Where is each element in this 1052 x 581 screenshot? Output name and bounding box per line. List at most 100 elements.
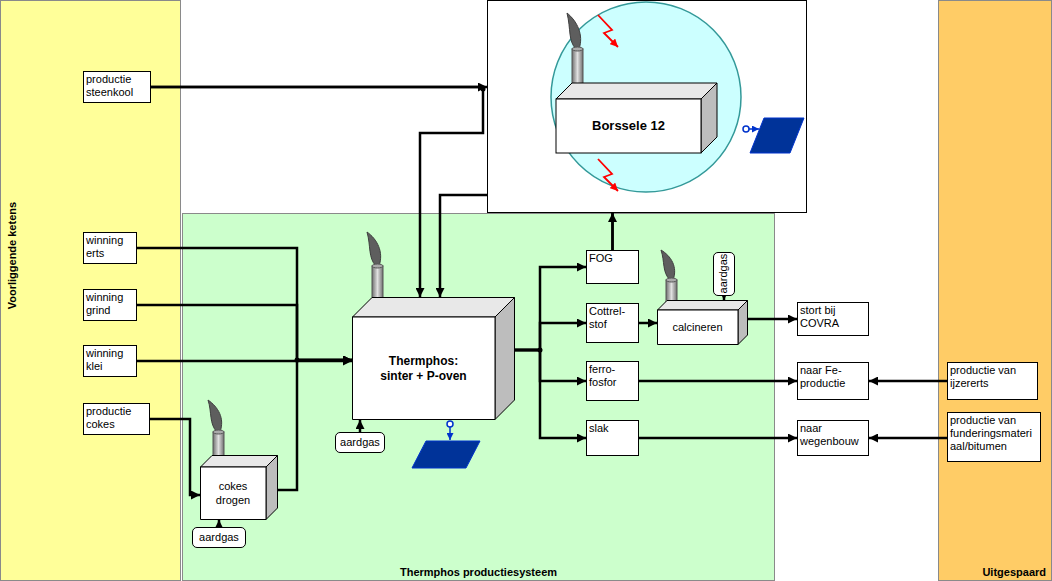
node-label: cokes drogen — [200, 480, 266, 506]
block-front — [556, 99, 701, 153]
flow-arrow — [639, 322, 657, 325]
smoke — [208, 400, 222, 432]
process-box: stort bij COVRA — [797, 302, 869, 336]
power-plant: Borssele 12 — [487, 0, 807, 213]
node-label: winning erts — [86, 234, 134, 260]
process-box: FOG — [586, 250, 639, 284]
node-label: Voorliggende ketens — [6, 202, 19, 309]
region-band: Uitgespaard productie van ijzererts produc… — [938, 0, 1052, 581]
process-box: naar Fe-productie — [797, 362, 869, 400]
outlet-dot — [447, 421, 453, 427]
outlet-line — [749, 128, 759, 130]
electricity-symbol — [598, 159, 618, 191]
node-label: calcineren — [672, 321, 722, 334]
node-label: winning grind — [86, 291, 134, 317]
node-label: Borssele 12 — [556, 99, 701, 153]
block-front — [201, 467, 267, 520]
node-label: naar Fe-productie — [800, 364, 866, 390]
process-box: naar wegenbouw — [797, 420, 869, 456]
node-label: naar wegenbouw — [800, 422, 866, 448]
stack — [372, 266, 383, 308]
electricity-symbol — [598, 15, 618, 47]
block-top — [353, 298, 515, 318]
process-box: winning klei — [83, 345, 137, 377]
node-label: Uitgespaard — [982, 566, 1046, 579]
node-label: Thermphos productiesysteem — [400, 566, 557, 579]
water-surface — [412, 441, 480, 468]
process-block: cokes drogen — [200, 455, 278, 520]
water-surface — [750, 118, 804, 153]
stack-top — [372, 264, 383, 268]
block-top — [658, 301, 748, 311]
smoke — [367, 232, 381, 266]
flow-arrow — [723, 296, 726, 300]
flow-arrow — [515, 267, 586, 350]
flow-arrow — [278, 360, 352, 490]
flow-arrow — [151, 87, 483, 297]
flow-arrow — [748, 318, 797, 321]
node-label: Thermphos: — [389, 354, 458, 368]
smoke — [661, 250, 675, 280]
node-label: aardgas — [717, 254, 730, 294]
node-label: productie van funderingsmateriaal/bitume… — [950, 414, 1038, 454]
stack-top — [572, 47, 583, 51]
input-box: aardgas — [713, 252, 735, 296]
flow-arrow — [515, 350, 586, 381]
block-front — [658, 310, 739, 345]
region-band: Thermphos productiesysteem cokes drogen aa… — [182, 213, 775, 581]
power-plant-illustration — [488, 1, 806, 212]
block-top — [556, 83, 717, 99]
chimney — [367, 232, 383, 308]
flow-arrow — [515, 350, 586, 438]
node-label: slak — [589, 422, 636, 435]
process-box: winning erts — [83, 232, 137, 264]
flow-arrow — [869, 380, 947, 383]
chimney — [567, 13, 583, 93]
block-side — [701, 83, 717, 153]
node-label: winning klei — [86, 347, 134, 373]
block-top — [201, 456, 278, 468]
process-box: Cottrel-stof — [586, 303, 639, 343]
block-side — [495, 298, 515, 420]
stack — [666, 280, 677, 306]
outlet-dot — [743, 126, 749, 132]
process-box: productie steenkool — [83, 71, 151, 103]
node-label: productie steenkool — [86, 73, 148, 99]
chimney — [661, 250, 677, 306]
flow-arrow — [218, 520, 221, 527]
process-box: slak — [586, 420, 639, 456]
process-box: productie cokes — [83, 403, 150, 435]
node-label: Cottrel-stof — [589, 305, 636, 331]
process-box: ferro-fosfor — [586, 361, 639, 401]
block-front — [353, 317, 496, 420]
input-box: aardgas — [192, 527, 246, 548]
flow-arrow — [639, 437, 797, 440]
process-block: Thermphos:sinter + P-oven — [352, 297, 515, 420]
process-block: calcineren — [657, 300, 748, 345]
stack — [213, 432, 224, 464]
process-box: productie van funderingsmateriaal/bitume… — [947, 412, 1041, 462]
smoke — [567, 13, 581, 49]
water-discharge — [412, 421, 480, 468]
block-side — [266, 456, 278, 520]
node-label: sinter + P-oven — [380, 369, 466, 383]
node-label: FOG — [589, 252, 636, 265]
input-box: aardgas — [335, 432, 385, 453]
flow-arrow — [137, 248, 352, 360]
block-side — [738, 301, 748, 345]
outlet-line — [449, 427, 451, 440]
node-label: stort bij COVRA — [800, 304, 866, 330]
node-label: aardgas — [340, 436, 380, 449]
flow-arrow — [137, 305, 352, 360]
chimney — [208, 400, 224, 464]
flow-arrow — [869, 437, 947, 440]
stack-top — [666, 278, 677, 282]
node-label: productie cokes — [86, 405, 147, 431]
node-label: productie van ijzererts — [950, 364, 1035, 390]
node-label: aardgas — [199, 531, 239, 544]
node-label: ferro-fosfor — [589, 363, 636, 389]
process-box: winning grind — [83, 289, 137, 321]
flow-arrow — [150, 419, 200, 495]
plant-circle — [551, 2, 741, 192]
